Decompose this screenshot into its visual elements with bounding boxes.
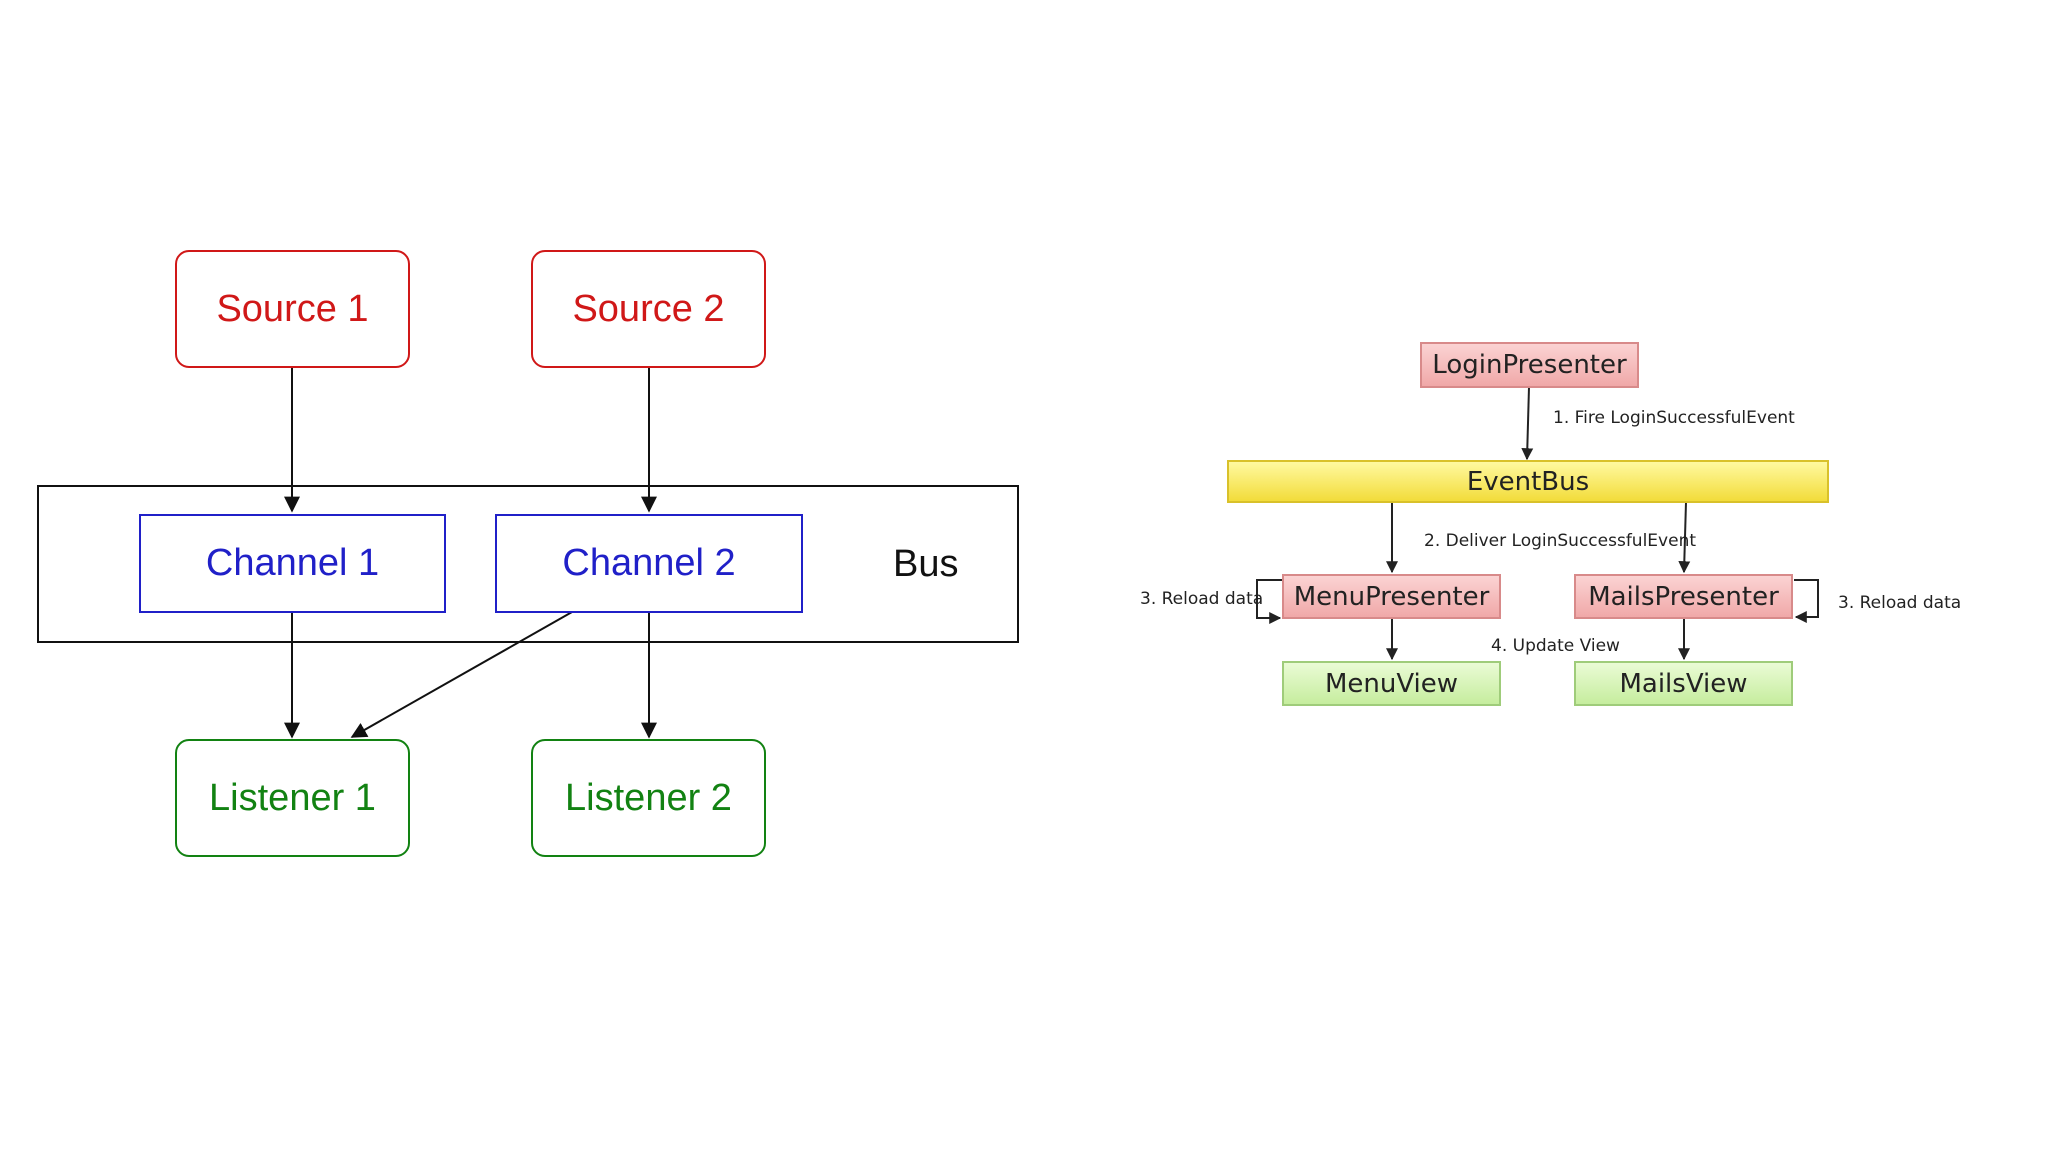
arrow-login-eventbus — [1521, 386, 1534, 461]
menu-presenter-node: MenuPresenter — [1282, 574, 1501, 619]
listener-2-node: Listener 2 — [531, 739, 766, 857]
bus-label: Bus — [893, 543, 959, 585]
mails-view-node: MailsView — [1574, 661, 1793, 706]
login-presenter-node: LoginPresenter — [1420, 342, 1639, 388]
source-1-node: Source 1 — [175, 250, 410, 368]
menu-view-label: MenuView — [1324, 668, 1459, 699]
channel-2-node: Channel 2 — [495, 514, 803, 613]
mails-presenter-label: MailsPresenter — [1588, 581, 1779, 612]
event-bus-label: EventBus — [1466, 466, 1590, 497]
event-bus-node: EventBus — [1227, 460, 1829, 503]
login-presenter-label: LoginPresenter — [1432, 350, 1627, 380]
loop-reload-left — [1256, 579, 1282, 624]
channel-2-label: Channel 2 — [562, 542, 736, 584]
arrow-channel2-listener1 — [350, 611, 573, 738]
listener-1-node: Listener 1 — [175, 739, 410, 857]
step-4-note: 4. Update View — [1491, 636, 1620, 656]
source-2-label: Source 2 — [572, 287, 725, 330]
step-2-note: 2. Deliver LoginSuccessfulEvent — [1424, 531, 1697, 551]
step-3-right-note: 3. Reload data — [1838, 593, 1962, 613]
menu-view-node: MenuView — [1282, 661, 1501, 706]
listener-2-label: Listener 2 — [565, 776, 732, 819]
channel-1-node: Channel 1 — [139, 514, 446, 613]
source-2-node: Source 2 — [531, 250, 766, 368]
source-1-label: Source 1 — [216, 287, 369, 330]
channel-1-label: Channel 1 — [205, 542, 380, 584]
step-1-note: 1. Fire LoginSuccessfulEvent — [1553, 408, 1795, 428]
listener-1-label: Listener 1 — [209, 776, 376, 819]
arrow-eventbus-mailspresenter — [1678, 501, 1691, 574]
bus-frame — [37, 485, 1019, 643]
loop-reload-right — [1794, 579, 1819, 623]
step-3-left-note: 3. Reload data — [1140, 589, 1264, 609]
menu-presenter-label: MenuPresenter — [1293, 581, 1490, 612]
mails-view-label: MailsView — [1619, 668, 1748, 699]
mails-presenter-node: MailsPresenter — [1574, 574, 1793, 619]
